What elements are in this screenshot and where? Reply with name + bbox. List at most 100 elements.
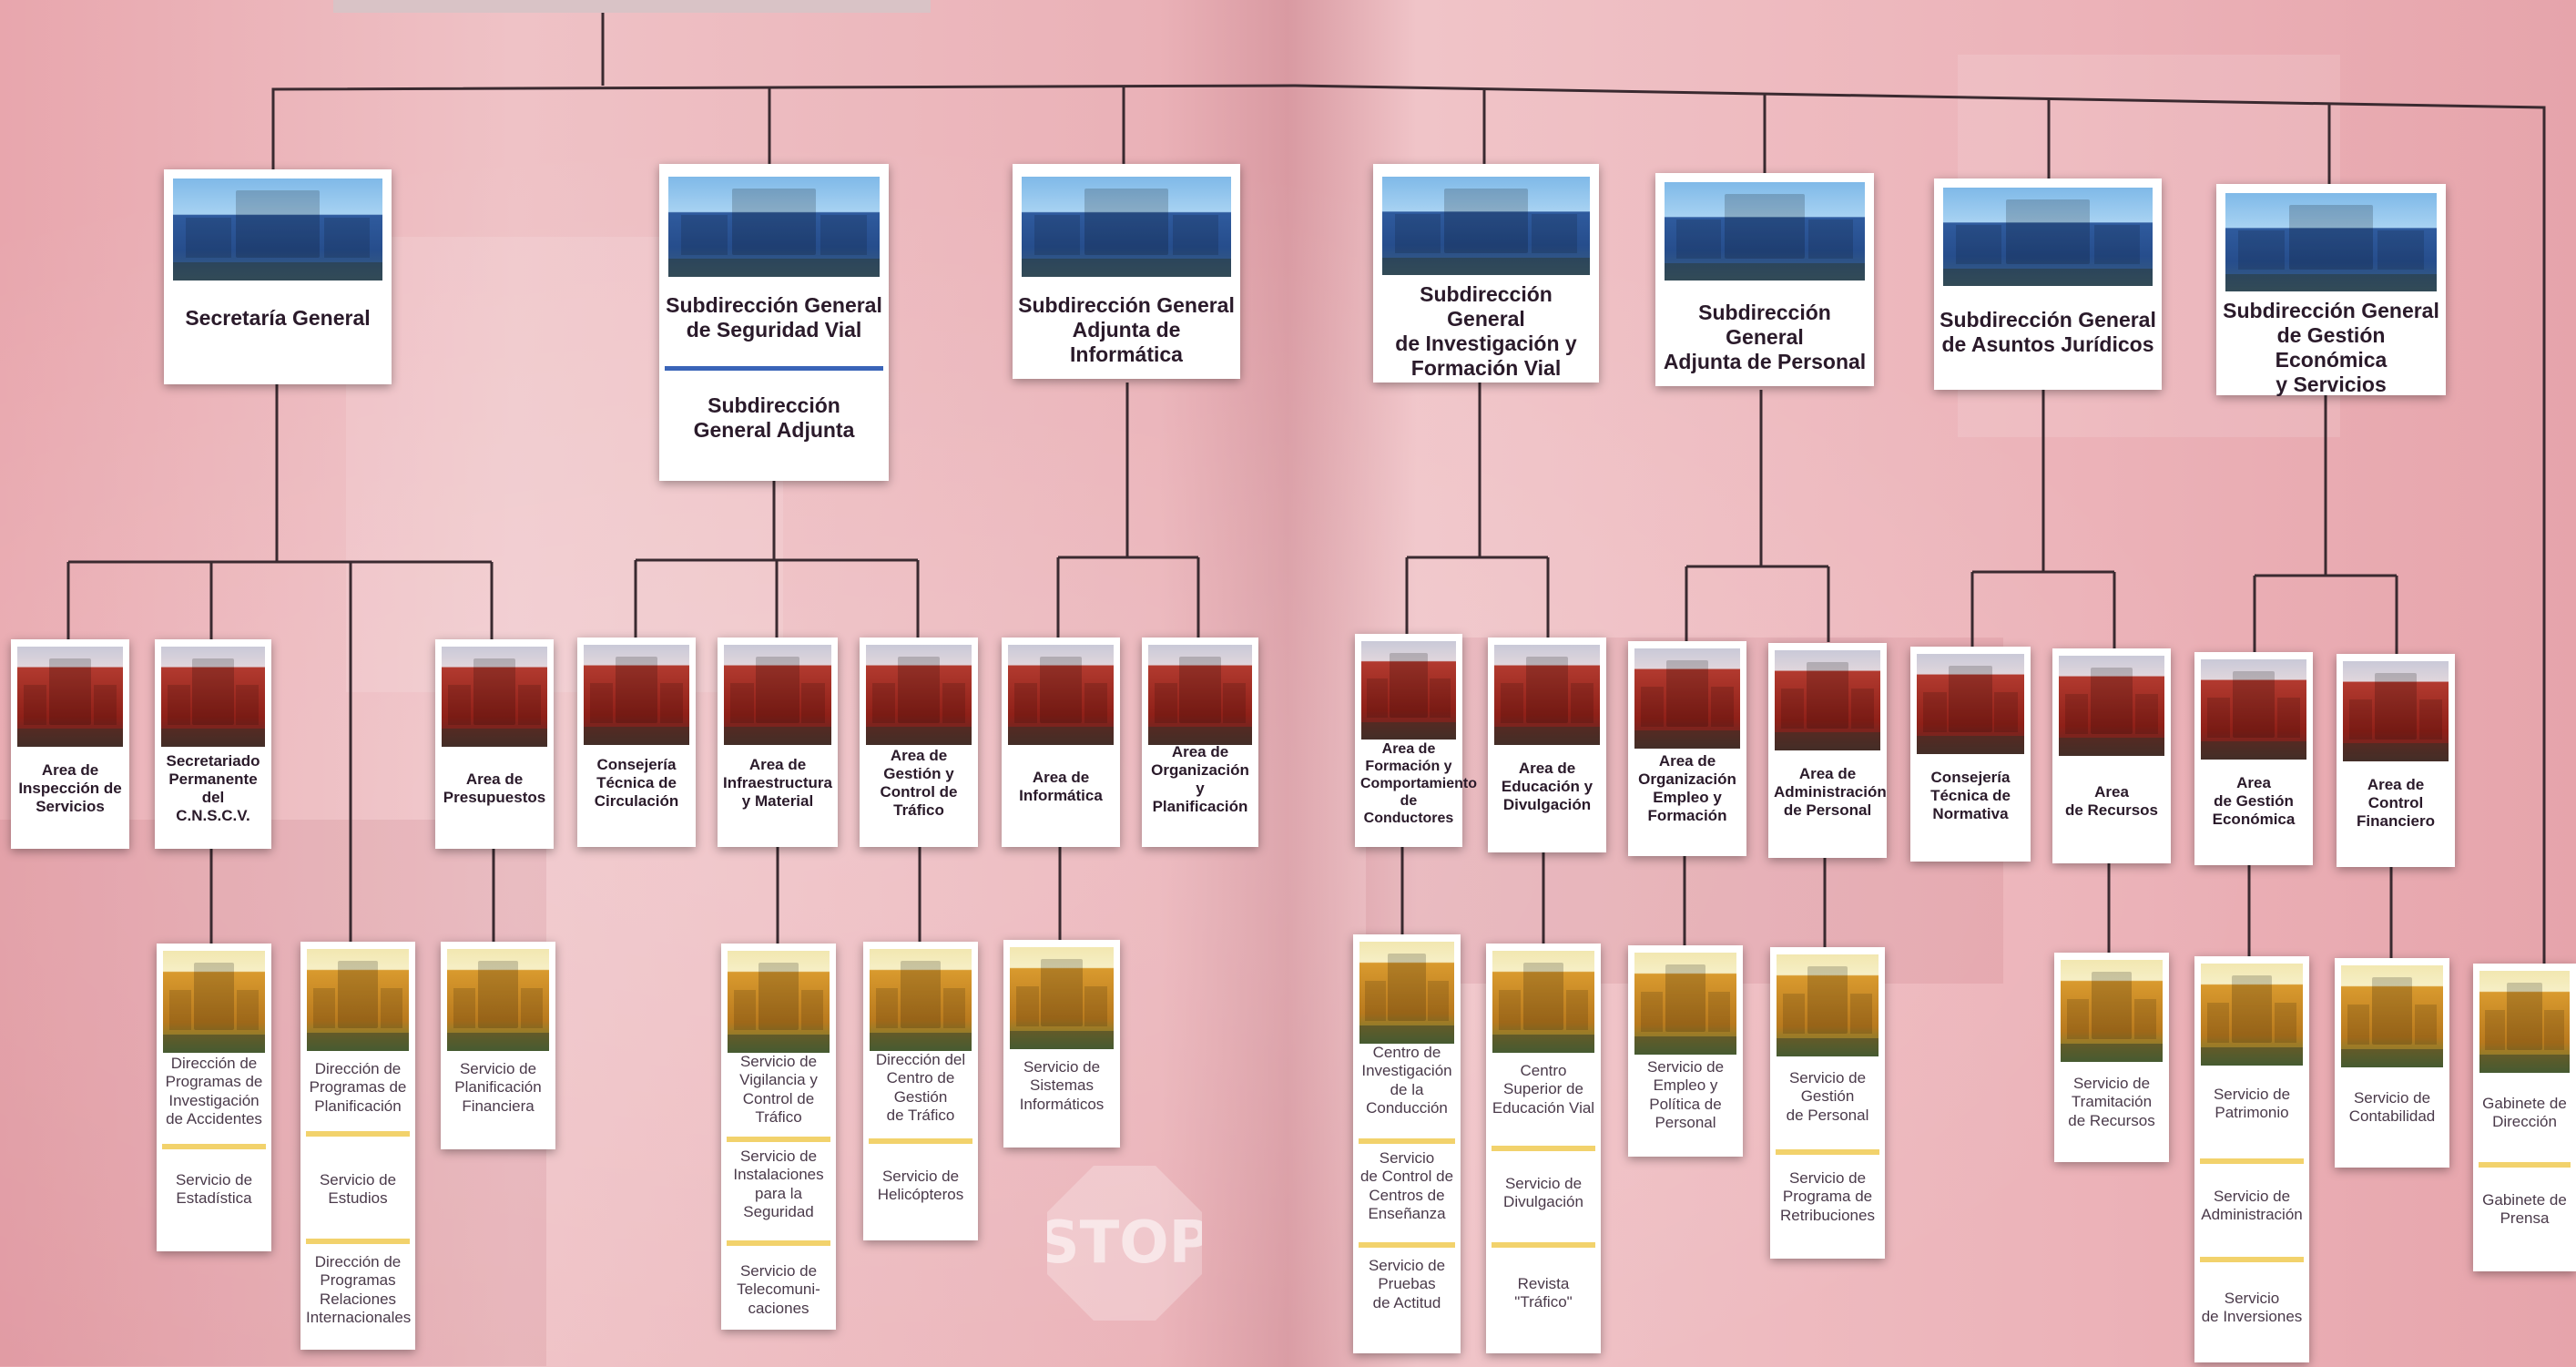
directorate-card-seguridad-vial: Subdirección General de Seguridad Vial S…	[659, 164, 889, 481]
service-divider	[727, 1240, 830, 1246]
service-name: Centro Superior de Educación Vial	[1492, 1062, 1595, 1117]
area-card: Area de Gestión Económica	[2194, 652, 2313, 865]
service-name: Dirección de Programas de Investigación …	[165, 1055, 263, 1128]
building-photo	[1008, 645, 1114, 745]
area-card: Area de Formación y Comportamiento de Co…	[1355, 634, 1477, 847]
building-photo	[1359, 942, 1454, 1044]
service-card: Servicio de Vigilancia y Control de Tráf…	[721, 944, 836, 1330]
service-divider	[2200, 1257, 2304, 1262]
building-photo	[2059, 656, 2164, 756]
area-title: Area de Control Financiero	[2357, 776, 2435, 831]
service-divider	[306, 1239, 410, 1244]
directorate-subtitle: Subdirección General Adjunta	[693, 393, 855, 443]
service-name: Servicio de Inversiones	[2201, 1290, 2303, 1326]
area-title: Area de Gestión Económica	[2212, 774, 2296, 829]
service-divider	[1359, 1242, 1455, 1248]
service-divider	[1492, 1146, 1595, 1151]
directorate-card-secretaria-general: Secretaría General	[164, 169, 392, 384]
area-card: Consejería Técnica de Circulación	[577, 638, 696, 847]
stop-sign-text: STOP	[1037, 1209, 1212, 1277]
service-name: Gabinete de Dirección	[2482, 1095, 2567, 1131]
building-photo	[1148, 645, 1252, 745]
building-photo	[2479, 971, 2570, 1073]
building-photo	[2201, 964, 2303, 1066]
service-divider	[162, 1144, 266, 1149]
building-photo	[1777, 954, 1879, 1056]
building-photo	[1361, 641, 1456, 740]
area-title: Area de Organización Empleo y Formación	[1638, 752, 1736, 825]
service-name: Servicio de Programa de Retribuciones	[1780, 1169, 1875, 1224]
area-title: Area de Presupuestos	[443, 770, 546, 807]
area-title: Consejería Técnica de Normativa	[1930, 769, 2011, 823]
service-name: Servicio de Pruebas de Actitud	[1368, 1257, 1446, 1311]
service-divider	[727, 1137, 830, 1142]
service-divider	[2200, 1158, 2304, 1164]
service-divider	[1492, 1242, 1595, 1248]
directorate-title: Secretaría General	[185, 306, 371, 330]
directorate-title: Subdirección General de Investigación y …	[1395, 282, 1577, 381]
service-card: Dirección del Centro de Gestión de Tráfi…	[863, 942, 978, 1240]
area-card: Area de Educación y Divulgación	[1488, 638, 1606, 852]
directorate-divider	[665, 366, 883, 371]
building-photo	[584, 645, 689, 745]
service-name: Servicio de Sistemas Informáticos	[1019, 1058, 1105, 1113]
service-card: Centro de Investigación de la Conducción…	[1353, 934, 1461, 1353]
service-name: Servicio de Planificación Financiera	[454, 1060, 542, 1115]
service-name: Gabinete de Prensa	[2482, 1191, 2567, 1228]
building-photo	[442, 647, 547, 747]
service-divider	[306, 1131, 410, 1137]
building-photo	[1492, 951, 1594, 1053]
area-title: Area de Educación y Divulgación	[1501, 760, 1593, 814]
area-card: Area de Organización Empleo y Formación	[1628, 641, 1746, 856]
building-photo	[2225, 193, 2437, 291]
building-photo	[2343, 661, 2449, 761]
service-card: Dirección de Programas de Planificación …	[300, 942, 415, 1350]
area-card: Area de Presupuestos	[435, 639, 554, 849]
building-photo	[1634, 953, 1736, 1055]
area-title: Area de Recursos	[2064, 783, 2159, 820]
area-title: Area de Formación y Comportamiento de Co…	[1360, 741, 1477, 826]
area-card: Area de Gestión y Control de Tráfico	[860, 638, 978, 847]
service-name: Servicio de Administración	[2201, 1188, 2303, 1224]
building-photo	[728, 951, 830, 1053]
service-card: Servicio de Contabilidad	[2335, 958, 2449, 1168]
directorate-title: Subdirección General de Asuntos Jurídico…	[1940, 308, 2156, 357]
directorate-title: Subdirección General Adjunta de Personal	[1663, 301, 1867, 374]
service-name: Dirección del Centro de Gestión de Tráfi…	[875, 1051, 966, 1125]
building-photo	[161, 647, 265, 747]
area-card: Consejería Técnica de Normativa	[1910, 647, 2031, 862]
service-name: Servicio de Divulgación	[1503, 1175, 1583, 1211]
service-name: Servicio de Tramitación de Recursos	[2068, 1075, 2155, 1129]
building-photo	[1010, 947, 1114, 1049]
service-card: Dirección de Programas de Investigación …	[157, 944, 271, 1251]
service-card: Servicio de Planificación Financiera	[441, 942, 555, 1149]
service-name: Servicio de Patrimonio	[2213, 1086, 2291, 1122]
area-title: Area de Infraestructura y Material	[723, 756, 832, 811]
building-photo	[2201, 659, 2306, 760]
area-card: Area de Informática	[1002, 638, 1120, 847]
area-title: Area de Informática	[1019, 769, 1103, 805]
building-photo	[1917, 654, 2024, 754]
building-photo	[668, 177, 880, 277]
area-card: Area de Control Financiero	[2337, 654, 2455, 867]
service-card: Servicio de Empleo y Política de Persona…	[1628, 945, 1743, 1157]
building-photo	[1022, 177, 1231, 277]
service-card: Servicio de Patrimonio Servicio de Admin…	[2194, 956, 2309, 1362]
service-card: Servicio de Sistemas Informáticos	[1003, 940, 1120, 1148]
building-photo	[307, 949, 409, 1051]
building-photo	[1494, 645, 1600, 745]
building-photo	[866, 645, 972, 745]
area-title: Area de Inspección de Servicios	[18, 761, 122, 816]
building-photo	[1665, 182, 1865, 281]
building-photo	[1634, 648, 1740, 749]
service-divider	[1776, 1149, 1879, 1155]
area-title: Secretariado Permanente del C.N.S.C.V.	[166, 752, 260, 825]
service-name: Servicio de Vigilancia y Control de Tráf…	[739, 1053, 818, 1127]
service-divider	[1359, 1138, 1455, 1144]
service-name: Servicio de Estadística	[175, 1171, 253, 1208]
service-name: Servicio de Telecomuni- caciones	[737, 1262, 820, 1317]
service-card: Servicio de Tramitación de Recursos	[2054, 953, 2169, 1162]
building-photo	[163, 951, 265, 1053]
directorate-title: Subdirección General Adjunta de Informát…	[1018, 293, 1235, 367]
